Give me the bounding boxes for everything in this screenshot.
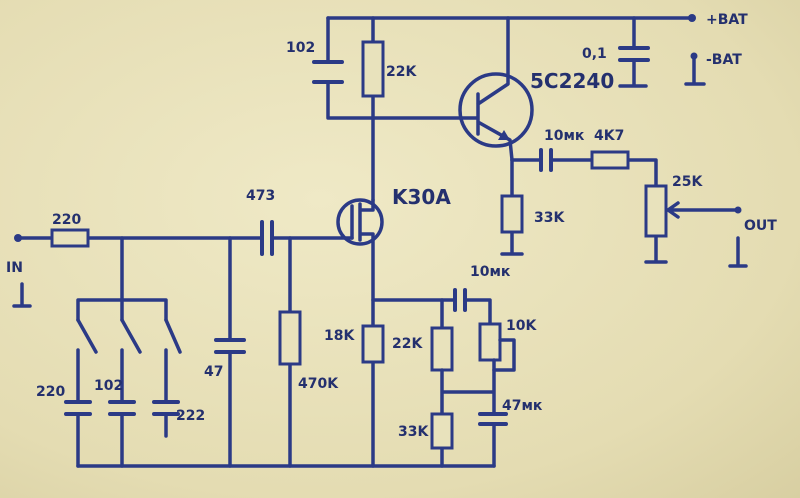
capacitor-10mk-source — [453, 288, 467, 312]
resistor-220 — [50, 228, 90, 248]
capacitor-47mk — [478, 412, 508, 426]
wire-c01 — [618, 16, 648, 88]
wire-output — [510, 158, 668, 264]
terminal-out-ground — [728, 236, 748, 268]
wire-c102 — [326, 16, 375, 120]
capacitor-0-1 — [618, 46, 650, 62]
terminal-dot — [690, 52, 698, 60]
label-c-source: 10мк — [470, 264, 511, 280]
label-c-shunt: 47 — [204, 364, 223, 380]
label-r-source: 18K — [324, 328, 355, 344]
terminal-bat-plus — [688, 14, 696, 22]
resistor-33k-emitter — [500, 194, 524, 234]
resistor-22k-fb — [430, 326, 454, 372]
wire-r33k-emitter — [500, 158, 524, 256]
label-r-fb1: 22K — [392, 336, 423, 352]
pot-wiper-arrow — [666, 201, 738, 219]
label-c-top: 102 — [286, 40, 315, 56]
trimmer-wiper — [492, 338, 516, 372]
capacitor-47 — [214, 338, 246, 354]
wire-switch-bus — [76, 236, 168, 322]
label-out: OUT — [744, 218, 777, 234]
label-r-gate: 470K — [298, 376, 339, 392]
label-fet: K30A — [392, 185, 451, 209]
wire-switched-caps — [76, 348, 168, 468]
label-in: IN — [6, 260, 23, 276]
switch-blades — [76, 318, 182, 354]
resistor-22k-top — [361, 40, 385, 98]
label-c-sw2: 102 — [94, 378, 123, 394]
terminal-in-ground — [12, 282, 32, 308]
label-transistor: 5C2240 — [530, 69, 614, 93]
resistor-4k7 — [590, 150, 630, 170]
transistor-5c2240 — [458, 72, 534, 148]
fet-leads — [350, 198, 375, 302]
resistor-33k-fb — [430, 412, 454, 450]
fet-k30a — [336, 198, 384, 246]
wire-fb-lower — [440, 368, 496, 468]
label-c-sw3: 222 — [176, 408, 205, 424]
capacitors-switched — [64, 400, 180, 416]
wire-c10mk — [440, 298, 492, 326]
label-r-in: 220 — [52, 212, 81, 228]
emitter-arrow-icon — [498, 130, 510, 140]
label-c-fb: 47мк — [502, 398, 543, 414]
capacitor-10mk-out — [539, 148, 553, 172]
label-r-fb2: 33K — [398, 424, 429, 440]
label-bat-plus: +BAT — [706, 12, 748, 28]
label-c-out: 10мк — [544, 128, 585, 144]
label-r-emitter: 33K — [534, 210, 565, 226]
label-r-top: 22K — [386, 64, 417, 80]
label-pot: 25K — [672, 174, 703, 190]
label-c-couple: 473 — [246, 188, 275, 204]
transistor-leads — [371, 16, 514, 162]
label-bat-minus: -BAT — [706, 52, 742, 68]
capacitor-c102 — [312, 60, 344, 84]
terminal-out — [734, 206, 742, 214]
resistor-18k — [361, 324, 385, 364]
potentiometer-25k — [644, 184, 668, 238]
label-r-fb-trim: 10K — [506, 318, 537, 334]
capacitor-473 — [260, 220, 274, 256]
label-c-supply: 0,1 — [582, 46, 607, 62]
resistor-470k — [278, 310, 302, 366]
terminal-bat-minus — [684, 54, 706, 86]
trimmer-10k — [478, 322, 502, 362]
label-c-sw1: 220 — [36, 384, 65, 400]
label-r-out: 4K7 — [594, 128, 624, 144]
